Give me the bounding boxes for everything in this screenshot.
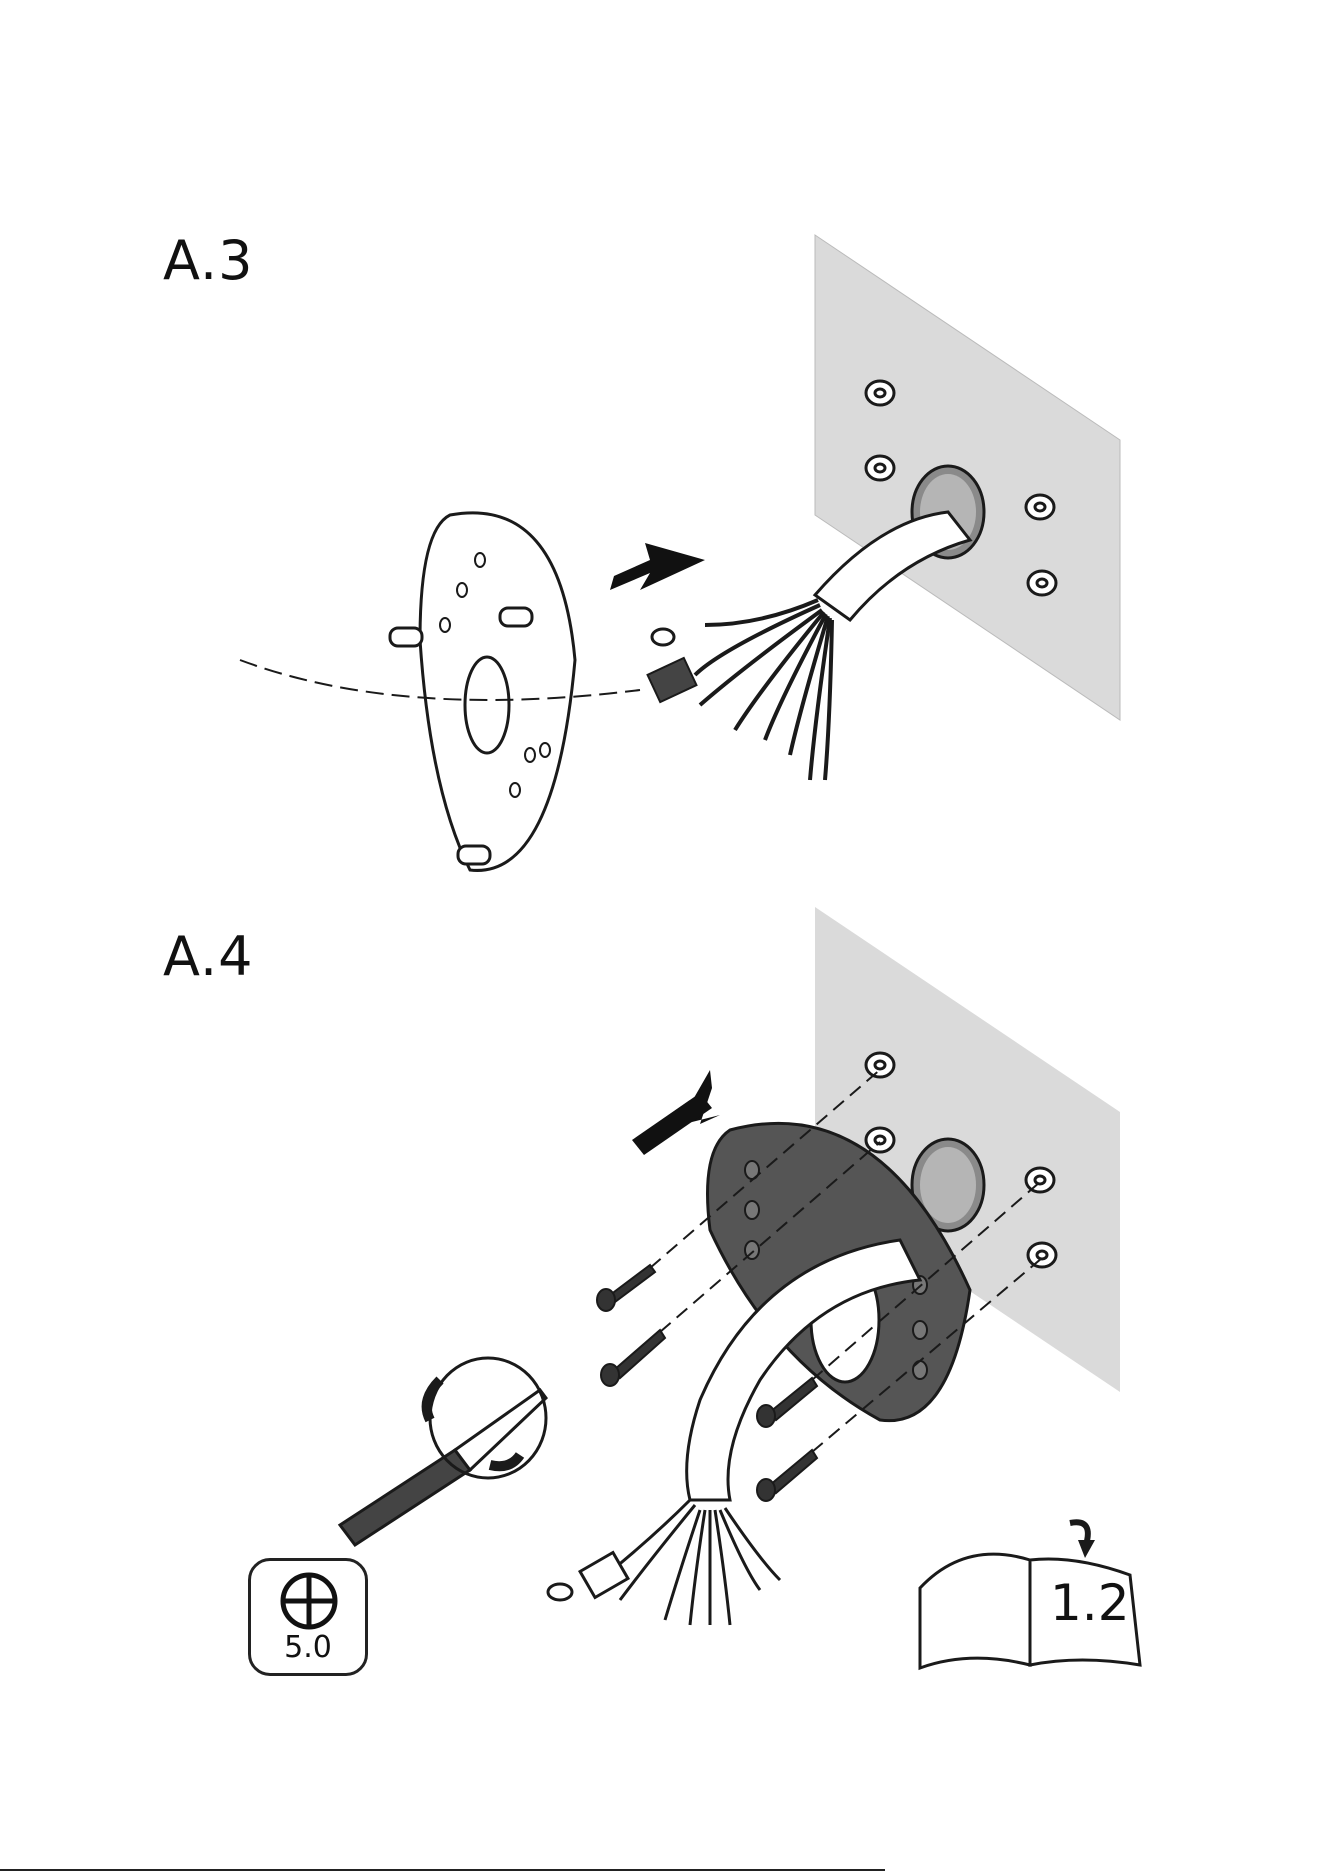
a3-mounting-plate [240,513,640,871]
bit-size-label: 5.0 [251,1630,365,1665]
bottom-rule [0,1869,885,1871]
screwdriver-icon [340,1358,546,1545]
phillips-cross-icon [277,1569,341,1633]
a3-push-arrow [610,543,705,590]
a3-cable [648,512,970,780]
manual-page-reference: 1.2 [1050,1574,1130,1632]
a4-push-arrow [632,1070,720,1155]
phillips-bit-size-badge: 5.0 [248,1558,368,1676]
